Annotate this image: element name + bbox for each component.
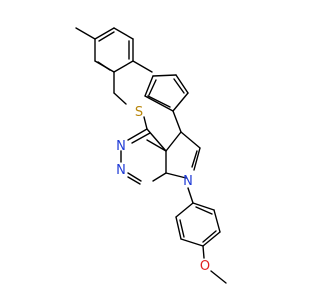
nitrogen-label-n3: N <box>116 139 126 154</box>
atom-labels: S N N N O <box>116 105 210 274</box>
bonds <box>75 27 227 284</box>
molecule-diagram: S N N N O <box>75 27 227 284</box>
oxygen-label: O <box>200 259 210 274</box>
nitrogen-label-n1: N <box>116 163 126 178</box>
nitrogen-label-n7: N <box>183 174 193 189</box>
structure-svg: S N N N O <box>75 27 227 284</box>
sulfur-label: S <box>135 105 143 120</box>
